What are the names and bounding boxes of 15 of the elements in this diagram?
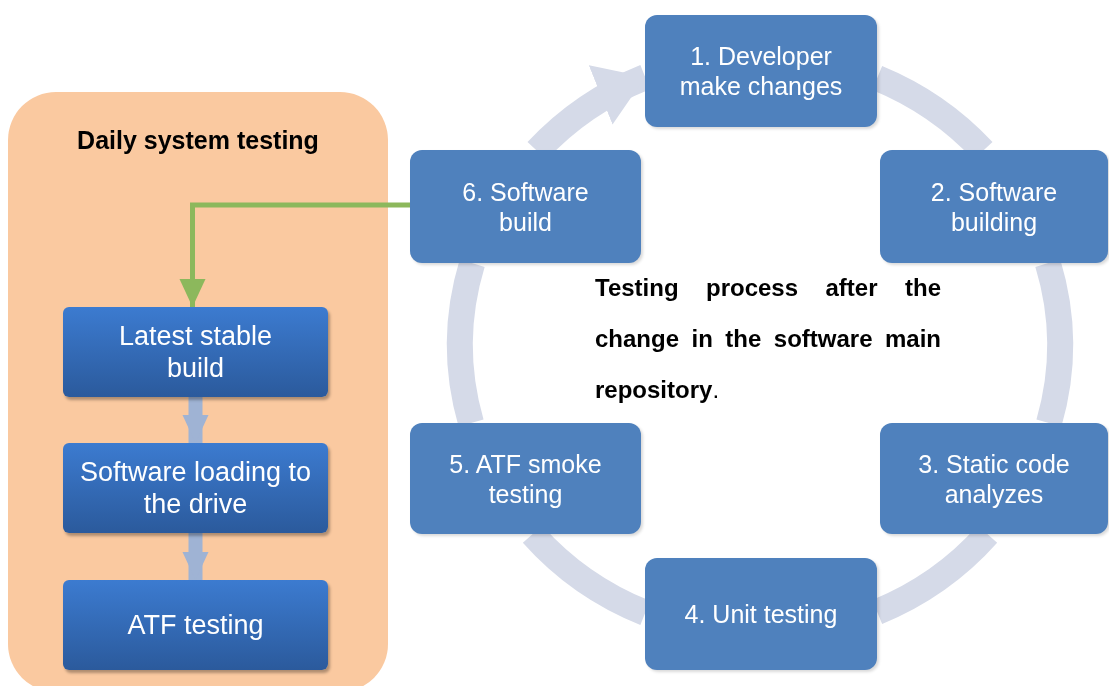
process-box: 5. ATF smoke testing [410,423,641,534]
panel-heading: Daily system testing [76,125,320,156]
process-box: 3. Static code analyzes [880,423,1108,534]
process-box: 2. Software building [880,150,1108,263]
arrow [179,202,410,307]
process-box: Latest stable build [63,307,328,397]
process-box: 6. Software build [410,150,641,263]
process-box: 4. Unit testing [645,558,877,670]
process-box: 1. Developer make changes [645,15,877,127]
group-panel [8,92,388,686]
process-box: Software loading to the drive [63,443,328,533]
arrow [182,397,209,443]
arrow [182,533,209,580]
process-box: ATF testing [63,580,328,670]
center-note: Testing process after the change in the software main repository. [595,273,941,405]
